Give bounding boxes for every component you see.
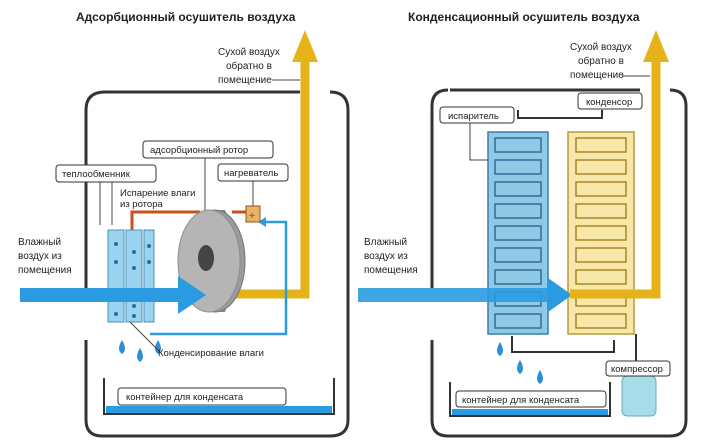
right-title: Конденсационный осушитель воздуха — [408, 10, 640, 24]
svg-text:помещения: помещения — [18, 265, 72, 276]
compressor — [621, 375, 657, 417]
rotor-label: адсорбционный ротор — [142, 140, 274, 159]
heater-element: + — [245, 205, 261, 223]
evaporator — [487, 131, 549, 335]
svg-text:Влажный: Влажный — [364, 237, 407, 248]
evaporator-label: испаритель — [439, 106, 515, 124]
condenser-label: конденсор — [577, 92, 643, 110]
left-water-drops — [119, 340, 161, 362]
left-container-label: контейнер для конденсата — [126, 392, 244, 403]
left-cabinet — [84, 90, 350, 438]
svg-text:Испарение влаги: Испарение влаги — [120, 188, 195, 199]
left-humid-air-arrow — [20, 276, 206, 314]
left-dry-air-label: Сухой воздух обратно в помещение — [218, 47, 280, 86]
svg-text:из ротора: из ротора — [120, 199, 163, 210]
svg-text:Влажный: Влажный — [18, 237, 61, 248]
right-dry-air-arrowhead — [643, 30, 669, 62]
svg-text:нагреватель: нагреватель — [224, 168, 278, 179]
left-dry-air-arrowhead — [292, 30, 318, 62]
adsorption-rotor — [177, 209, 246, 313]
left-humid-air-label: Влажный воздух из помещения — [18, 237, 72, 276]
evaporation-label: Испарение влаги из ротора — [120, 188, 195, 210]
left-dry-air-arrow — [232, 58, 310, 299]
svg-text:помещение: помещение — [218, 75, 272, 86]
right-container: контейнер для конденсата — [449, 382, 611, 417]
heater-label: нагреватель — [217, 163, 289, 182]
heat-exchanger-label: теплообменник — [55, 164, 157, 183]
svg-text:испаритель: испаритель — [448, 111, 499, 122]
right-humid-air-arrow — [358, 278, 572, 312]
svg-text:адсорбционный ротор: адсорбционный ротор — [150, 145, 248, 156]
svg-text:воздух из: воздух из — [18, 251, 62, 262]
svg-text:помещение: помещение — [570, 70, 624, 81]
right-container-label: контейнер для конденсата — [462, 395, 580, 406]
left-title: Адсорбционный осушитель воздуха — [76, 10, 296, 24]
svg-text:+: + — [249, 211, 255, 222]
svg-text:обратно в: обратно в — [578, 55, 624, 67]
svg-text:теплообменник: теплообменник — [62, 169, 131, 180]
svg-text:воздух из: воздух из — [364, 251, 408, 262]
condensation-label: Конденсирование влаги — [158, 348, 264, 359]
heat-exchanger — [107, 229, 155, 323]
svg-text:обратно в: обратно в — [226, 60, 272, 72]
svg-text:помещения: помещения — [364, 265, 418, 276]
compressor-label: компрессор — [605, 360, 671, 377]
right-water-drops — [497, 342, 543, 384]
right-dry-air-arrow — [570, 58, 661, 299]
right-humid-air-label: Влажный воздух из помещения — [364, 237, 418, 276]
left-regeneration-loop — [150, 220, 288, 336]
svg-text:Сухой воздух: Сухой воздух — [570, 42, 632, 53]
svg-text:компрессор: компрессор — [611, 364, 663, 375]
left-container: контейнер для конденсата — [103, 378, 335, 415]
condenser — [567, 131, 635, 335]
svg-text:Сухой воздух: Сухой воздух — [218, 47, 280, 58]
svg-text:конденсор: конденсор — [586, 97, 632, 108]
right-dry-air-label: Сухой воздух обратно в помещение — [570, 42, 632, 81]
right-cabinet — [430, 88, 688, 438]
